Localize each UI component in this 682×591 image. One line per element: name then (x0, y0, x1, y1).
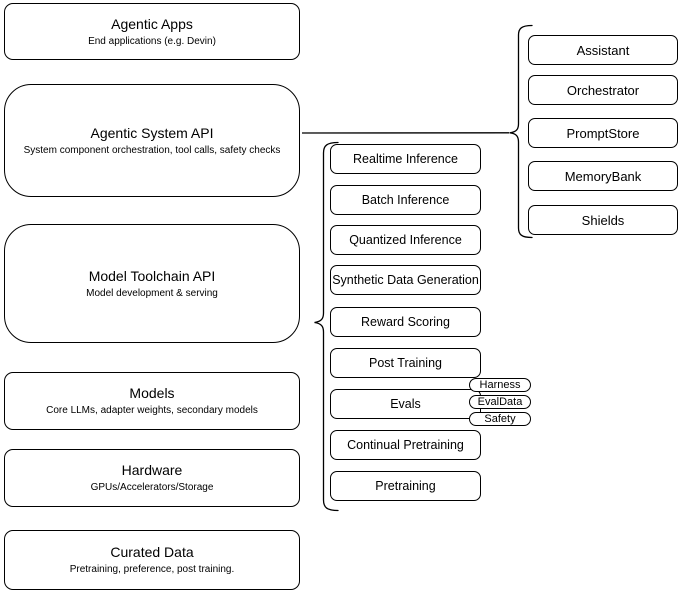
node-models-title: Models (129, 385, 175, 401)
node-assistant: Assistant (528, 35, 678, 65)
node-post-training: Post Training (330, 348, 481, 378)
node-hardware-title: Hardware (121, 462, 183, 478)
node-hardware: Hardware GPUs/Accelerators/Storage (4, 449, 300, 507)
node-promptstore: PromptStore (528, 118, 678, 148)
node-memorybank: MemoryBank (528, 161, 678, 191)
node-shields: Shields (528, 205, 678, 235)
node-synthetic-data-generation: Synthetic Data Generation (330, 265, 481, 295)
node-reward-scoring: Reward Scoring (330, 307, 481, 337)
node-realtime-inference: Realtime Inference (330, 144, 481, 174)
node-curated-data-subtitle: Pretraining, preference, post training. (69, 564, 235, 575)
node-batch-inference: Batch Inference (330, 185, 481, 215)
node-agentic-apps-title: Agentic Apps (111, 15, 193, 32)
node-hardware-subtitle: GPUs/Accelerators/Storage (90, 482, 214, 493)
node-evals-tag-safety: Safety (469, 412, 531, 426)
node-agentic-system-api-subtitle: System component orchestration, tool cal… (23, 144, 281, 156)
node-continual-pretraining: Continual Pretraining (330, 430, 481, 460)
node-model-toolchain-api: Model Toolchain API Model development & … (4, 224, 300, 343)
node-agentic-system-api: Agentic System API System component orch… (4, 84, 300, 197)
node-quantized-inference: Quantized Inference (330, 225, 481, 255)
node-evals-tag-harness: Harness (469, 378, 531, 392)
node-agentic-apps: Agentic Apps End applications (e.g. Devi… (4, 3, 300, 60)
node-evals: Evals (330, 389, 481, 419)
node-evals-tag-evaldata: EvalData (469, 395, 531, 409)
node-pretraining: Pretraining (330, 471, 481, 501)
node-orchestrator: Orchestrator (528, 75, 678, 105)
node-agentic-apps-subtitle: End applications (e.g. Devin) (88, 35, 216, 47)
node-models: Models Core LLMs, adapter weights, secon… (4, 372, 300, 430)
node-model-toolchain-api-title: Model Toolchain API (88, 267, 216, 284)
node-models-subtitle: Core LLMs, adapter weights, secondary mo… (46, 405, 258, 416)
node-agentic-system-api-title: Agentic System API (90, 124, 214, 141)
node-curated-data-title: Curated Data (110, 544, 194, 560)
node-model-toolchain-api-subtitle: Model development & serving (86, 287, 218, 299)
node-curated-data: Curated Data Pretraining, preference, po… (4, 530, 300, 590)
